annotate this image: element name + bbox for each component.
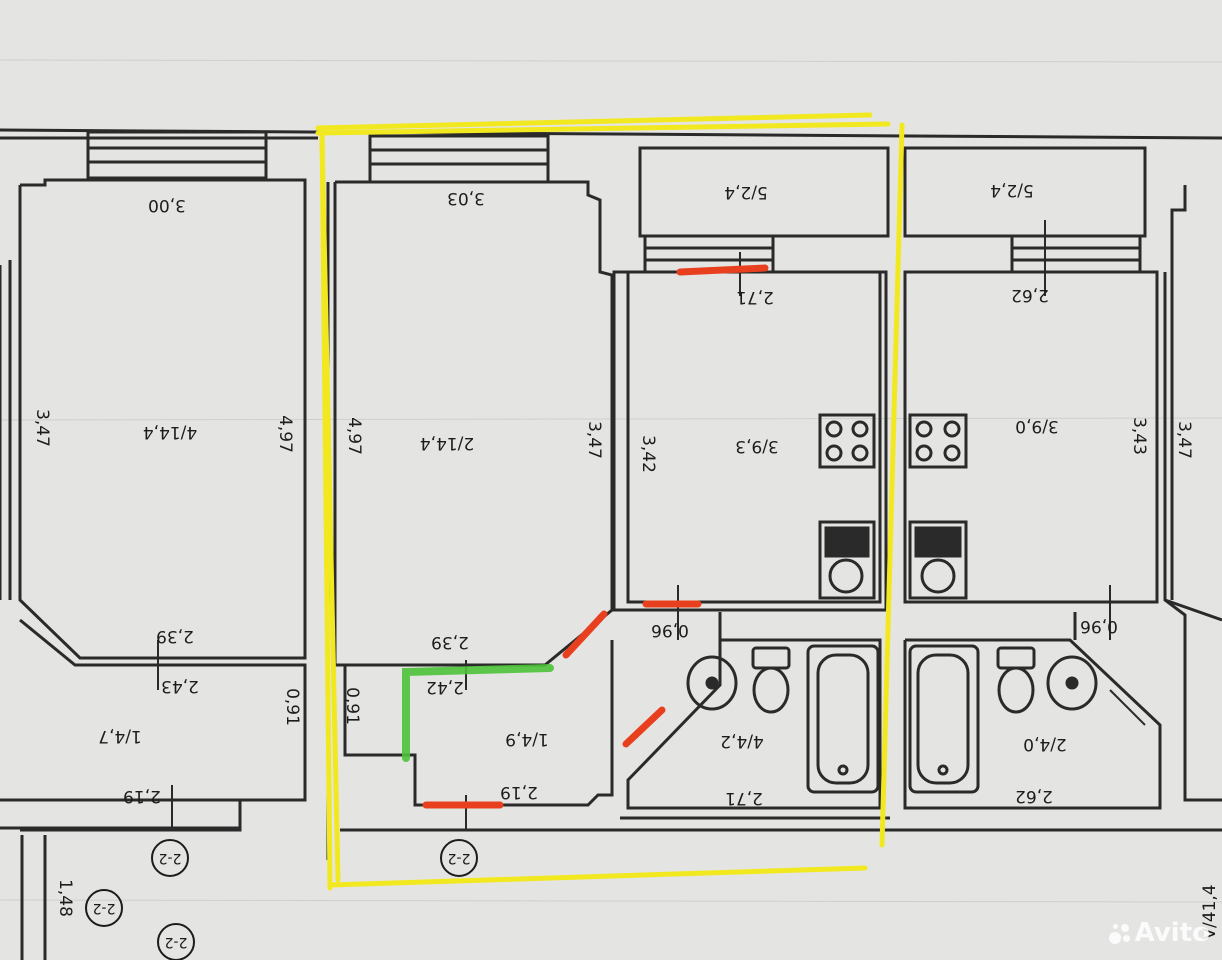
dim-096-b: 0,96 — [1080, 616, 1118, 636]
toilet-icon — [751, 646, 791, 714]
room-label-3-right: 3/9,0 — [1015, 416, 1059, 436]
dim-347-left: 3,47 — [32, 409, 52, 447]
dim-091-b: 0,91 — [342, 687, 362, 725]
walls — [0, 128, 1222, 960]
bathtub-icon-right — [908, 644, 980, 794]
stove-icon — [818, 413, 876, 469]
dim-148: 1,48 — [55, 879, 75, 917]
circle-label-2: 2-2 — [440, 839, 478, 877]
dim-271-top: 2,71 — [736, 287, 774, 307]
door-add-marker — [402, 664, 554, 762]
dim-497-a: 4,97 — [275, 415, 295, 453]
dim-239-a: 2,39 — [156, 626, 194, 646]
bathtub-icon — [806, 644, 880, 794]
room-label-2-bath: 2/4,0 — [1023, 734, 1067, 754]
circle-label-4: 2-2 — [157, 923, 195, 960]
dim-497-b: 4,97 — [344, 417, 364, 455]
dim-262-top: 2,62 — [1011, 285, 1049, 305]
circle-label-3: 2-2 — [85, 889, 123, 927]
dim-271-bottom: 2,71 — [725, 788, 763, 808]
dim-242: 2,42 — [426, 677, 464, 697]
dim-303: 3,03 — [447, 188, 485, 208]
dimension-ticks — [157, 220, 1146, 830]
dim-096-a: 0,96 — [651, 620, 689, 640]
dim-091-a: 0,91 — [282, 688, 302, 726]
room-label-4: 4/14,4 — [142, 422, 198, 442]
room-label-4-bath: 4/4,2 — [720, 731, 764, 751]
washbasin-icon-right — [1046, 655, 1098, 711]
sink-icon — [818, 520, 876, 600]
room-label-3: 3/9,3 — [735, 436, 779, 456]
dim-347-mid: 3,47 — [584, 421, 604, 459]
dim-343: 3,43 — [1129, 417, 1149, 455]
selection-outline — [315, 112, 905, 891]
dim-300: 3,00 — [148, 195, 186, 215]
avito-watermark: Avito — [1108, 918, 1210, 948]
avito-logo-icon — [1108, 922, 1131, 944]
dim-219-b: 2,19 — [500, 782, 538, 802]
dim-262-bottom: 2,62 — [1015, 786, 1053, 806]
room-label-2: 2/14,4 — [419, 433, 475, 453]
room-label-5-right: 5/2,4 — [990, 180, 1034, 200]
dim-219-a: 2,19 — [123, 786, 161, 806]
room-label-5-left: 5/2,4 — [724, 182, 768, 202]
watermark-text: Avito — [1134, 918, 1210, 948]
room-label-1-center: 1/4,9 — [505, 729, 549, 749]
dim-243: 2,43 — [161, 676, 199, 696]
dim-239-b: 2,39 — [431, 632, 469, 652]
door-remove-markers — [422, 264, 769, 809]
toilet-icon-right — [996, 646, 1036, 714]
washbasin-icon — [686, 655, 738, 711]
circle-label-1: 2-2 — [151, 839, 189, 877]
dim-342: 3,42 — [638, 435, 658, 473]
dim-347-right: 3,47 — [1174, 421, 1194, 459]
stove-icon-right — [908, 413, 968, 469]
sink-icon-right — [908, 520, 968, 600]
room-label-1-left: 1/4,7 — [98, 726, 142, 746]
